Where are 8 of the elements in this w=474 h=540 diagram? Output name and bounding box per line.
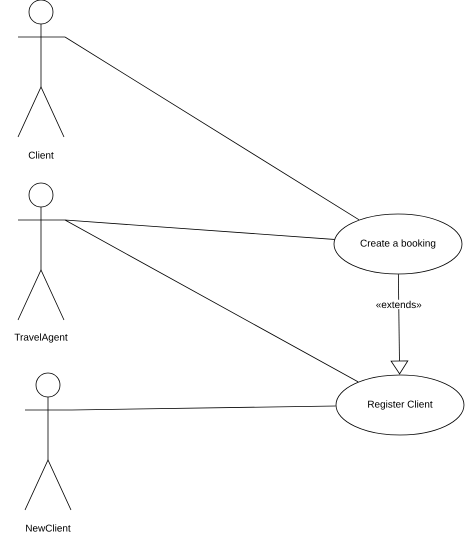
actor-label: NewClient [26,524,71,532]
connector [64,36,360,220]
actor-label: Client [28,151,54,159]
connector [64,220,359,382]
connector [72,406,336,410]
edge-label: «extends» [374,300,423,310]
actor-label: TravelAgent [14,333,68,343]
connector [64,220,335,240]
